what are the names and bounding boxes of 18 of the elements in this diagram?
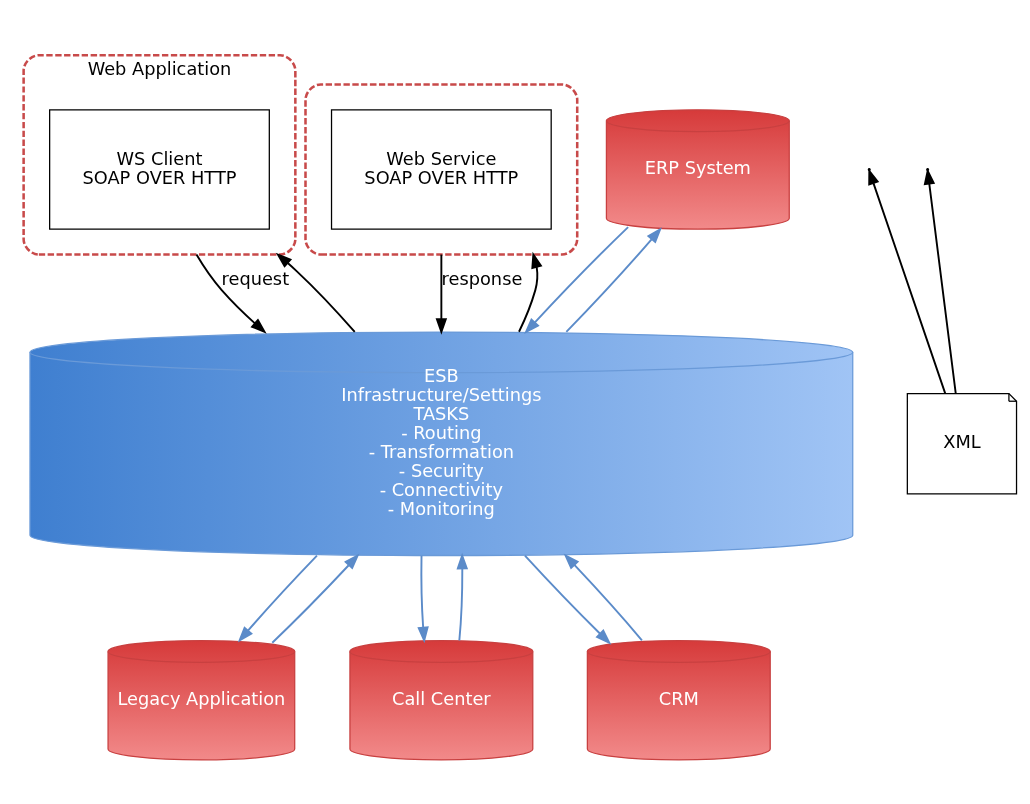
arrow [518,251,543,333]
edge-label: request [221,268,290,289]
arrow [435,253,448,335]
node-box: Web Service SOAP OVER HTTP [330,108,552,230]
arrow [237,554,318,642]
arrow [563,553,643,641]
arrow [417,554,429,643]
arrow [275,252,356,333]
edge-label: response [441,268,523,289]
node-box: WS Client SOAP OVER HTTP [49,108,270,230]
arrow [524,554,612,645]
cluster [304,82,579,256]
arrow [195,253,267,334]
arrow [456,552,469,641]
arrow [524,225,630,334]
arrow [923,167,957,394]
arrow [565,226,662,333]
arrow [271,553,360,644]
